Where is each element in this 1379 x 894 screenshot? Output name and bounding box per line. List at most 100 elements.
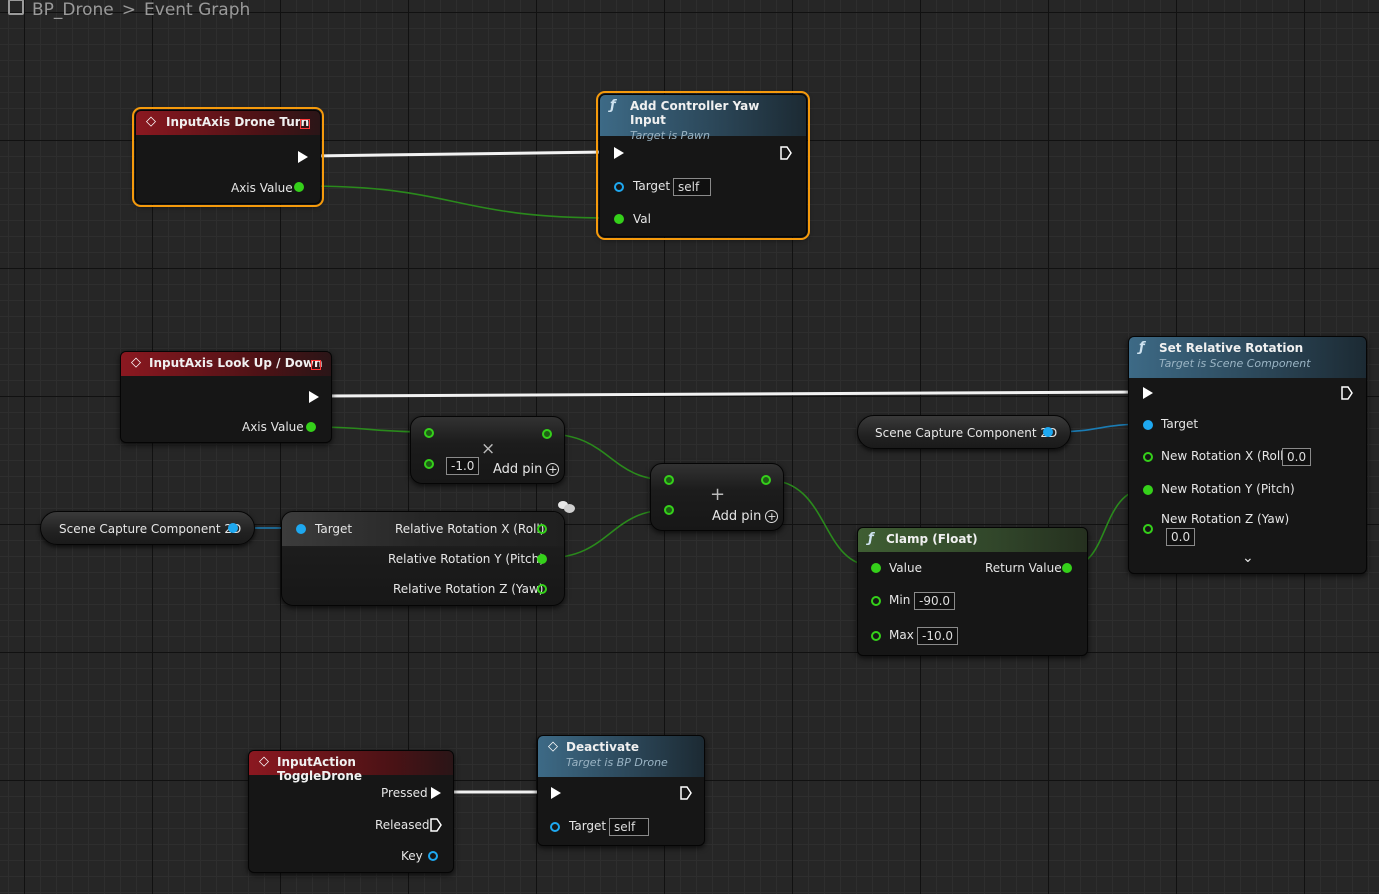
add-pin-button[interactable]: Add pin+ <box>712 509 779 524</box>
target-self-field[interactable]: self <box>673 178 711 196</box>
node-header: ƒ Add Controller Yaw Input Target is Paw… <box>600 95 806 142</box>
target-label: Target <box>569 819 607 833</box>
pitch-pin[interactable] <box>1143 485 1153 495</box>
axis-value-pin[interactable] <box>306 422 316 432</box>
target-pin[interactable] <box>296 524 306 534</box>
target-pin[interactable] <box>550 822 560 832</box>
node-title: InputAction ToggleDrone <box>277 755 363 783</box>
add-symbol: + <box>710 484 726 505</box>
add-out-pin[interactable] <box>761 475 771 485</box>
node-title: Set Relative Rotation <box>1159 341 1304 355</box>
exec-in-pin[interactable] <box>1143 387 1153 399</box>
pressed-exec-pin[interactable] <box>431 787 441 799</box>
event-diamond-icon: ◇ <box>259 754 269 769</box>
exec-in-pin[interactable] <box>551 787 561 799</box>
return-value-pin[interactable] <box>1062 563 1072 573</box>
node-header: ◇ InputAxis Drone Turn <box>136 111 320 135</box>
node-subtitle: Target is Pawn <box>630 129 711 142</box>
node-header: ƒ Set Relative Rotation Target is Scene … <box>1129 337 1366 378</box>
key-pin[interactable] <box>428 851 438 861</box>
exec-wire-turn-yaw[interactable] <box>311 150 607 158</box>
delegate-square-icon[interactable] <box>300 119 310 129</box>
add-pin-label: Add pin <box>493 462 543 477</box>
pitch-label: Relative Rotation Y (Pitch) <box>388 552 544 566</box>
function-icon: ƒ <box>868 531 874 546</box>
pitch-label: New Rotation Y (Pitch) <box>1161 482 1295 496</box>
node-deactivate[interactable]: ◇ Deactivate Target is BP Drone Target s… <box>537 735 705 846</box>
min-field[interactable]: -90.0 <box>914 592 956 610</box>
plus-circle-icon: + <box>546 463 560 476</box>
exec-out-pin[interactable] <box>309 391 319 403</box>
released-label: Released <box>375 818 430 832</box>
node-add[interactable]: + Add pin+ <box>650 463 784 531</box>
exec-out-pin[interactable] <box>298 151 308 163</box>
breadcrumb-graph[interactable]: Event Graph <box>144 0 251 20</box>
scene-capture-label: Scene Capture Component 2D <box>59 522 242 536</box>
min-pin[interactable] <box>871 596 881 606</box>
roll-field[interactable]: 0.0 <box>1282 448 1312 466</box>
delegate-square-icon[interactable] <box>311 360 321 370</box>
node-scene-capture-left[interactable]: Scene Capture Component 2D <box>40 511 255 545</box>
node-break-relative-rotation[interactable]: Target Relative Rotation X (Roll) Relati… <box>281 511 565 606</box>
target-label: Target <box>1161 417 1199 431</box>
target-pin[interactable] <box>1143 420 1153 430</box>
float-wire-turn-yaw[interactable] <box>304 185 613 219</box>
scene-capture-out-pin[interactable] <box>1043 427 1053 437</box>
multiply-out-pin[interactable] <box>542 429 552 439</box>
node-subtitle: Target is Scene Component <box>1159 357 1311 370</box>
target-pin[interactable] <box>614 182 624 192</box>
comment-bubble-icon[interactable] <box>558 499 576 513</box>
value-in-pin[interactable] <box>871 563 881 573</box>
add-in-b-pin[interactable] <box>664 505 674 515</box>
add-pin-label: Add pin <box>712 509 762 524</box>
yaw-out-pin[interactable] <box>537 584 547 594</box>
roll-out-pin[interactable] <box>537 524 547 534</box>
node-inputaction-toggledrone[interactable]: ◇ InputAction ToggleDrone Pressed Releas… <box>248 750 454 873</box>
return-value-label: Return Value <box>985 561 1062 575</box>
max-field[interactable]: -10.0 <box>917 627 959 645</box>
yaw-label: Relative Rotation Z (Yaw) <box>393 582 544 596</box>
val-pin[interactable] <box>614 214 624 224</box>
event-diamond-icon: ◇ <box>146 114 156 129</box>
add-in-a-pin[interactable] <box>664 475 674 485</box>
target-self-field[interactable]: self <box>609 818 649 836</box>
node-title: InputAxis Drone Turn <box>166 115 310 129</box>
multiply-value-field[interactable]: -1.0 <box>446 457 480 475</box>
exec-in-pin[interactable] <box>614 147 624 159</box>
roll-pin[interactable] <box>1143 452 1153 462</box>
node-header: ƒ Clamp (Float) <box>858 528 1087 552</box>
pressed-label: Pressed <box>381 786 428 800</box>
value-label: Value <box>889 561 922 575</box>
expand-chevron-icon[interactable]: ⌄ <box>1242 550 1254 566</box>
function-icon: ƒ <box>610 98 616 113</box>
key-label: Key <box>401 849 423 863</box>
node-set-relative-rotation[interactable]: ƒ Set Relative Rotation Target is Scene … <box>1128 336 1367 574</box>
roll-label: Relative Rotation X (Roll) <box>395 522 545 536</box>
multiply-in-b-pin[interactable] <box>424 459 434 469</box>
breadcrumb: BP_Drone > Event Graph <box>0 0 258 20</box>
multiply-in-a-pin[interactable] <box>424 428 434 438</box>
node-multiply[interactable]: -1.0 × Add pin+ <box>410 416 565 484</box>
node-inputaxis-drone-turn[interactable]: ◇ InputAxis Drone Turn Axis Value <box>132 107 324 207</box>
breadcrumb-blueprint[interactable]: BP_Drone <box>32 0 114 20</box>
axis-value-pin[interactable] <box>294 182 304 192</box>
max-pin[interactable] <box>871 631 881 641</box>
event-diamond-icon: ◇ <box>548 739 558 754</box>
node-clamp-float[interactable]: ƒ Clamp (Float) Value Return Value Min -… <box>857 527 1088 656</box>
node-add-controller-yaw-input[interactable]: ƒ Add Controller Yaw Input Target is Paw… <box>596 91 810 240</box>
axis-value-label: Axis Value <box>242 420 304 434</box>
scene-capture-label: Scene Capture Component 2D <box>875 426 1058 440</box>
node-title: InputAxis Look Up / Down <box>149 356 323 370</box>
node-scene-capture-right[interactable]: Scene Capture Component 2D <box>857 415 1071 449</box>
yaw-field[interactable]: 0.0 <box>1166 528 1196 546</box>
node-title: Add Controller Yaw Input <box>630 99 760 127</box>
node-title: Clamp (Float) <box>886 532 978 546</box>
scene-capture-out-pin[interactable] <box>228 523 238 533</box>
node-inputaxis-look-updown[interactable]: ◇ InputAxis Look Up / Down Axis Value <box>120 351 332 443</box>
pitch-out-pin[interactable] <box>537 554 547 564</box>
add-pin-button[interactable]: Add pin+ <box>493 462 560 477</box>
yaw-label: New Rotation Z (Yaw) <box>1161 512 1290 526</box>
target-label: Target <box>315 522 353 536</box>
exec-wire-look-setrot[interactable] <box>321 390 1143 398</box>
yaw-pin[interactable] <box>1143 524 1153 534</box>
